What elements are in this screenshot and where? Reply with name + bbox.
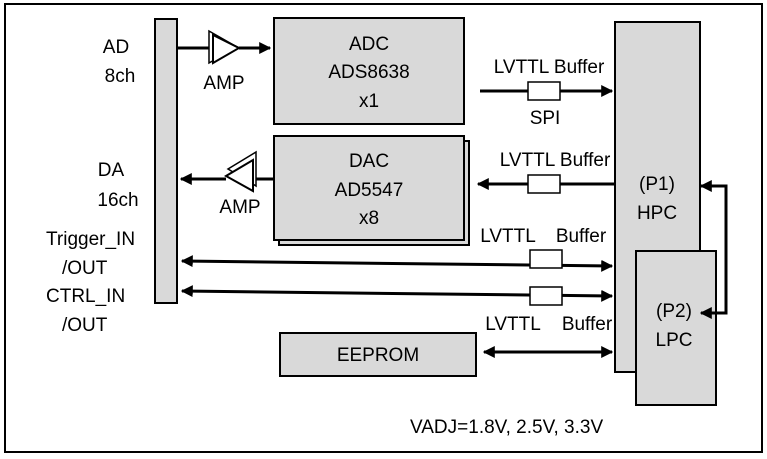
ctrl-buffer [529, 286, 563, 306]
lpc-label: LPC [656, 330, 693, 351]
da-label: DA [98, 160, 125, 181]
ad-channels-label: 8ch [105, 66, 136, 87]
lpc-connector [635, 250, 717, 406]
dac-block [273, 135, 465, 241]
trigger-buffer [529, 249, 563, 269]
trigger-buffer-label-a: LVTTL [480, 226, 536, 247]
adc-count: x1 [359, 91, 379, 112]
trigger-out-label: /OUT [62, 258, 108, 279]
ctrl-label: CTRL_IN [46, 286, 125, 307]
lpc-pin-label: (P2) [656, 301, 692, 322]
da-channels-label: 16ch [97, 190, 138, 211]
trigger-buffer-label-b: Buffer [556, 226, 607, 247]
eeprom-label: EEPROM [337, 345, 419, 366]
amp-out-triangle [223, 158, 254, 193]
ctrl-out-label: /OUT [62, 315, 108, 336]
adc-title: ADC [349, 34, 389, 55]
amp-out-label: AMP [219, 197, 260, 218]
vadj-label: VADJ=1.8V, 2.5V, 3.3V [410, 417, 603, 438]
eeprom-buffer-label-b: Buffer [562, 314, 613, 335]
dac-count: x8 [359, 208, 379, 229]
dac-buffer-label: LVTTL Buffer [500, 150, 611, 171]
amp-in-triangle [212, 33, 242, 65]
dac-part-number: AD5547 [335, 180, 404, 201]
amp-in-label: AMP [203, 73, 244, 94]
eeprom-buffer-label-a: LVTTL [485, 314, 541, 335]
hpc-label: HPC [637, 203, 677, 224]
dac-buffer [527, 174, 561, 194]
adc-block [273, 17, 465, 125]
outer-frame [4, 3, 763, 453]
spi-label: SPI [530, 108, 561, 129]
eeprom-block [279, 332, 477, 377]
trigger-label: Trigger_IN [46, 229, 135, 250]
dac-title: DAC [349, 151, 389, 172]
ad-label: AD [103, 37, 129, 58]
hpc-lpc-link [699, 180, 728, 319]
spi-buffer-label: LVTTL Buffer [494, 57, 605, 78]
hpc-pin-label: (P1) [639, 174, 675, 195]
adc-part-number: ADS8638 [328, 62, 409, 83]
io-connector-bar [154, 18, 178, 304]
spi-buffer [527, 81, 561, 101]
